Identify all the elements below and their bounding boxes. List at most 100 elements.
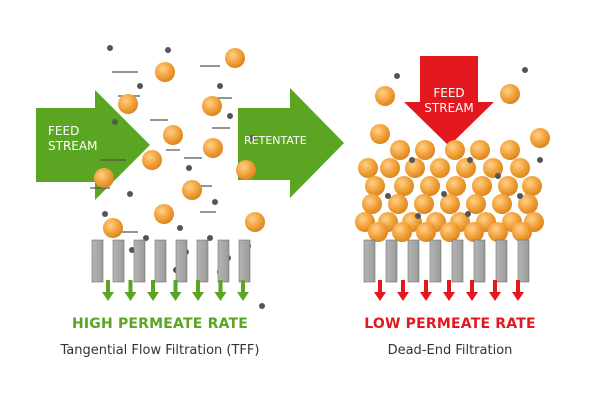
dead-end-permeate-particle bbox=[537, 157, 543, 163]
dead-end-cake-particle bbox=[420, 176, 440, 196]
dead-end-cake-particle bbox=[416, 222, 436, 242]
dead-end-permeate-particle bbox=[441, 191, 447, 197]
dead-end-membrane-bar bbox=[385, 239, 398, 283]
tff-feed-label-line1: FEED bbox=[48, 124, 80, 138]
tff-permeate-particle bbox=[259, 303, 265, 309]
dead-end-cake-particle bbox=[358, 158, 378, 178]
dead-end-cake-particle bbox=[446, 176, 466, 196]
dead-end-membrane-bar bbox=[407, 239, 420, 283]
dead-end-cake-particle bbox=[394, 176, 414, 196]
dead-end-permeate-particle bbox=[415, 213, 421, 219]
dead-end-permeate-particle bbox=[467, 157, 473, 163]
dead-end-permeate-arrow-head bbox=[466, 292, 478, 301]
dead-end-cake-particle bbox=[492, 194, 512, 214]
dead-end-feed-label-line2: STREAM bbox=[424, 101, 474, 115]
tff-rate-label: HIGH PERMEATE RATE bbox=[71, 316, 249, 332]
dead-end-cake-particle bbox=[430, 158, 450, 178]
dead-end-cake-particle bbox=[368, 222, 388, 242]
dead-end-cake-particle bbox=[498, 176, 518, 196]
tff-permeate-particle bbox=[129, 247, 135, 253]
dead-end-membrane-bar bbox=[473, 239, 486, 283]
dead-end-permeate-particle bbox=[409, 157, 415, 163]
dead-end-membrane-bar bbox=[495, 239, 508, 283]
dead-end-retained-particle bbox=[375, 86, 395, 106]
tff-permeate-particle bbox=[165, 47, 171, 53]
tff-membrane-bar bbox=[217, 239, 230, 283]
dead-end-feed-arrow bbox=[404, 56, 494, 146]
dead-end-permeate-particle bbox=[495, 173, 501, 179]
tff-retained-particle bbox=[245, 212, 265, 232]
tff-membrane-bar bbox=[112, 239, 125, 283]
tff-membrane-bar bbox=[196, 239, 209, 283]
tff-permeate-particle bbox=[102, 211, 108, 217]
tff-permeate-arrow-head bbox=[147, 292, 159, 301]
tff-membrane-bar bbox=[238, 239, 251, 283]
tff-retained-particle bbox=[142, 150, 162, 170]
tff-permeate-arrow-head bbox=[237, 292, 249, 301]
dead-end-cake-particle bbox=[510, 158, 530, 178]
dead-end-permeate-particle bbox=[394, 73, 400, 79]
dead-end-permeate-arrow-head bbox=[489, 292, 501, 301]
dead-end-cake-particle bbox=[512, 222, 532, 242]
dead-end-cake-particle bbox=[362, 194, 382, 214]
dead-end-permeate-arrow-head bbox=[420, 292, 432, 301]
tff-retained-particle bbox=[225, 48, 245, 68]
dead-end-cake-particle bbox=[405, 158, 425, 178]
dead-end-permeate-arrow-head bbox=[397, 292, 409, 301]
tff-permeate-particle bbox=[217, 83, 223, 89]
dead-end-caption: Dead-End Filtration bbox=[387, 343, 513, 358]
dead-end-cake-particle bbox=[414, 194, 434, 214]
tff-permeate-arrow-head bbox=[124, 292, 137, 301]
tff-permeate-particle bbox=[227, 113, 233, 119]
dead-end-permeate-particle bbox=[385, 193, 391, 199]
tff-retained-particle bbox=[154, 204, 174, 224]
dead-end-permeate-particle bbox=[517, 193, 523, 199]
tff-permeate-particle bbox=[107, 45, 113, 51]
dead-end-retained-particle bbox=[370, 124, 390, 144]
dead-end-retained-particle bbox=[530, 128, 550, 148]
dead-end-rate-label: LOW PERMEATE RATE bbox=[364, 316, 536, 332]
dead-end-cake-particle bbox=[464, 222, 484, 242]
dead-end-feed-label-line1: FEED bbox=[433, 86, 465, 100]
dead-end-cake-particle bbox=[365, 176, 385, 196]
dead-end-cake-particle bbox=[392, 222, 412, 242]
tff-retained-particle bbox=[182, 180, 202, 200]
tff-retained-particle bbox=[103, 218, 123, 238]
tff-permeate-particle bbox=[249, 135, 255, 141]
tff-retained-particle bbox=[202, 96, 222, 116]
dead-end-cake-particle bbox=[488, 222, 508, 242]
dead-end-permeate-arrow-head bbox=[512, 292, 524, 301]
tff-feed-label: FEED STREAM bbox=[48, 124, 97, 154]
tff-permeate-particle bbox=[143, 235, 149, 241]
tff-retained-particle bbox=[155, 62, 175, 82]
dead-end-cake-particle bbox=[456, 158, 476, 178]
tff-permeate-arrow-head bbox=[102, 292, 114, 301]
tff-membrane-bar bbox=[91, 239, 104, 283]
tff-permeate-particle bbox=[137, 83, 143, 89]
tff-permeate-particle bbox=[212, 199, 218, 205]
tff-permeate-particle bbox=[186, 165, 192, 171]
dead-end-membrane-bar bbox=[517, 239, 530, 283]
tff-retentate-arrow bbox=[238, 88, 344, 198]
tff-retained-particle bbox=[236, 160, 256, 180]
dead-end-cake-particle bbox=[440, 194, 460, 214]
tff-permeate-arrow-head bbox=[214, 292, 227, 301]
tff-permeate-arrow-head bbox=[169, 292, 182, 301]
dead-end-cake-particle bbox=[472, 176, 492, 196]
dead-end-cake-particle bbox=[470, 140, 490, 160]
dead-end-cake-particle bbox=[388, 194, 408, 214]
dead-end-cake-particle bbox=[415, 140, 435, 160]
tff-feed-arrow bbox=[36, 90, 150, 200]
dead-end-cake-particle bbox=[440, 222, 460, 242]
dead-end-membrane-bar bbox=[451, 239, 464, 283]
dead-end-membrane-bar bbox=[429, 239, 442, 283]
tff-retained-particle bbox=[94, 168, 114, 188]
dead-end-cake-particle bbox=[390, 140, 410, 160]
tff-permeate-particle bbox=[127, 191, 133, 197]
dead-end-permeate-arrow-head bbox=[374, 292, 386, 301]
tff-membrane-bar bbox=[154, 239, 167, 283]
dead-end-cake-particle bbox=[445, 140, 465, 160]
dead-end-cake-particle bbox=[500, 140, 520, 160]
dead-end-retained-particle bbox=[500, 84, 520, 104]
